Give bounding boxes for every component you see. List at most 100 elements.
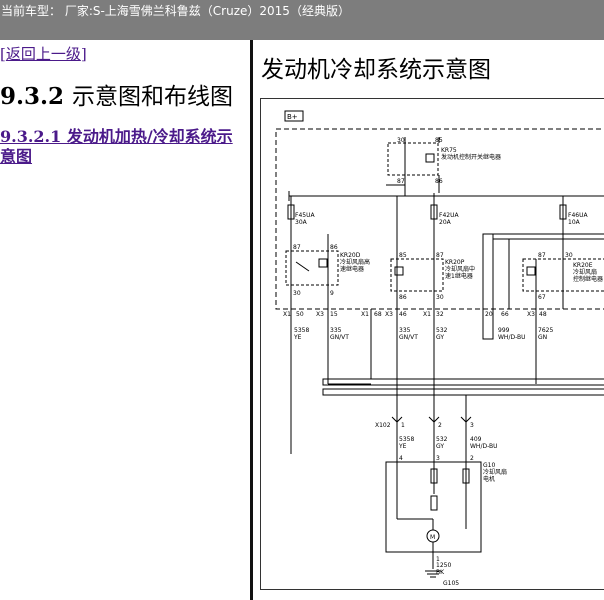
svg-text:68: 68 [374,311,382,318]
svg-text:67: 67 [538,294,546,301]
svg-text:X1: X1 [283,311,291,318]
ground-id: G105 [443,580,459,587]
bracket-close: ] [80,45,87,63]
svg-text:10A: 10A [568,219,581,226]
svg-text:冷却风扇: 冷却风扇 [483,468,507,476]
svg-text:冷却风扇高: 冷却风扇高 [340,258,370,266]
svg-text:GN/VT: GN/VT [330,334,349,341]
relay-kr20d-box [285,250,339,286]
svg-text:YE: YE [398,443,407,450]
fuse-f45ua-body [287,204,295,220]
svg-text:4: 4 [399,455,403,462]
svg-text:3: 3 [436,455,440,462]
svg-text:X1: X1 [423,311,431,318]
svg-text:32: 32 [436,311,444,318]
motor-res-1 [430,468,438,484]
svg-text:86: 86 [399,294,407,301]
relay-kr20e-coil [526,266,536,276]
relay-kr20e-id: KR20E [573,262,593,269]
svg-text:1: 1 [401,422,405,429]
svg-text:30: 30 [397,137,405,144]
cooling-system-schematic: B+ 30 85 87 86 KR75 发动机控制开关继电器 F45UA 30A… [260,98,604,590]
relay-kr75-name: 发动机控制开关继电器 [441,153,501,161]
svg-text:532: 532 [436,327,448,334]
svg-text:2: 2 [470,455,474,462]
motor-g10-id: G10 [483,462,495,469]
svg-text:66: 66 [501,311,509,318]
relay-kr20e-box [522,258,604,292]
svg-text:速继电器: 速继电器 [340,265,364,273]
svg-text:7625: 7625 [538,327,553,334]
svg-text:409: 409 [470,436,482,443]
svg-text:GN: GN [538,334,547,341]
relay-kr20p-id: KR20P [445,259,465,266]
svg-text:30: 30 [436,294,444,301]
relay-kr75-coil [425,153,435,163]
svg-text:2: 2 [438,422,442,429]
svg-text:532: 532 [436,436,448,443]
svg-text:冷却风扇: 冷却风扇 [573,268,597,276]
x102-id: X102 [375,422,391,429]
svg-text:速1继电器: 速1继电器 [445,272,473,280]
svg-text:20: 20 [485,311,493,318]
battery-box [284,110,304,122]
svg-text:999: 999 [498,327,510,334]
left-nav-pane: [返回上一级] 9.3.2 示意图和布线图 9.3.2.1 发动机加热/冷却系统… [0,40,250,600]
relay-kr20d-coil [318,258,328,268]
relay-kr20p-box [390,258,444,292]
svg-text:48: 48 [539,311,547,318]
bracket-open: [ [0,45,6,63]
svg-text:冷却风扇中: 冷却风扇中 [445,265,475,273]
section-title: 示意图和布线图 [72,84,234,110]
svg-text:87: 87 [293,244,301,251]
vehicle-info-bar: 当前车型： 厂家:S-上海雪佛兰科鲁兹（Cruze）2015（经典版） [0,0,604,40]
x102-pin1-arrow [391,416,403,423]
section-heading: 9.3.2 示意图和布线图 [0,77,233,111]
fuse-f42ua-body [430,204,438,220]
svg-text:50: 50 [296,311,304,318]
content-pane: 发动机冷却系统示意图 [253,40,604,600]
svg-text:15: 15 [330,311,338,318]
back-link[interactable]: 返回上一级 [5,45,81,63]
svg-text:X3: X3 [385,311,393,318]
svg-text:GY: GY [436,443,444,450]
content-title: 发动机冷却系统示意图 [261,57,491,83]
motor-res-3 [430,495,438,511]
svg-text:30A: 30A [295,219,308,226]
svg-text:电机: 电机 [483,475,495,483]
fuse-f42ua-id: F42UA [439,212,459,219]
svg-text:YE: YE [293,334,302,341]
back-link-container[interactable]: [返回上一级] [0,43,87,64]
svg-text:WH/D-BU: WH/D-BU [470,443,498,450]
svg-text:85: 85 [399,252,407,259]
svg-text:3: 3 [470,422,474,429]
svg-text:X1: X1 [361,311,369,318]
fuse-f45ua-id: F45UA [295,212,315,219]
wire-999-rail [482,233,494,340]
svg-text:控制继电器: 控制继电器 [573,275,603,283]
svg-text:20A: 20A [439,219,452,226]
fuse-f46ua-id: F46UA [568,212,588,219]
x102-pin2-arrow [428,416,440,423]
svg-text:GY: GY [436,334,444,341]
svg-text:1250: 1250 [436,562,451,569]
svg-text:9: 9 [330,290,334,297]
svg-text:30: 30 [293,290,301,297]
svg-text:87: 87 [538,252,546,259]
svg-text:BK: BK [436,569,445,576]
svg-text:X3: X3 [527,311,535,318]
svg-text:46: 46 [399,311,407,318]
svg-text:5358: 5358 [294,327,309,334]
vehicle-info-text: 当前车型： 厂家:S-上海雪佛兰科鲁兹（Cruze）2015（经典版） [1,4,350,18]
svg-text:335: 335 [330,327,342,334]
svg-text:WH/D-BU: WH/D-BU [498,334,526,341]
svg-text:5358: 5358 [399,436,414,443]
pane-divider[interactable] [250,40,253,600]
fuse-f46ua-body [559,204,567,220]
section-number: 9.3.2 [0,83,65,110]
relay-kr75-id: KR75 [441,147,457,154]
ground-bus-double [322,378,604,386]
svg-text:86: 86 [330,244,338,251]
svg-text:87: 87 [436,252,444,259]
subsection-link[interactable]: 9.3.2.1 发动机加热/冷却系统示意图 [0,127,233,166]
